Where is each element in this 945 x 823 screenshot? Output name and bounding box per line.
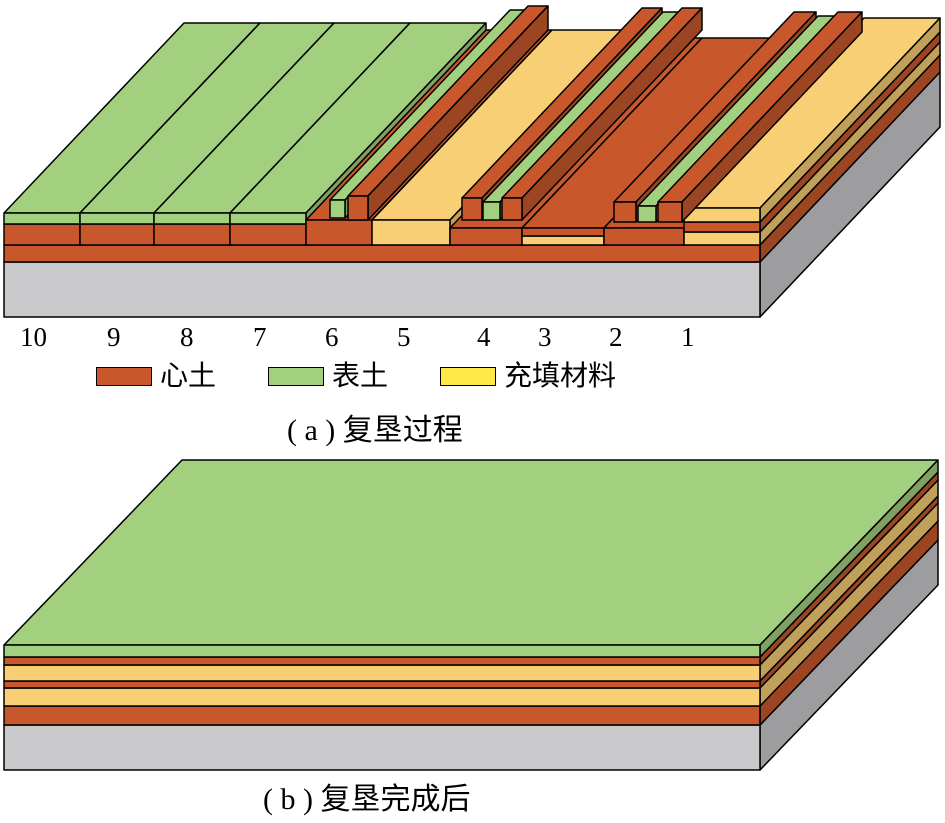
a-pile-7-front	[657, 201, 683, 223]
a-base-front	[3, 261, 761, 318]
legend-swatch-fill	[440, 367, 496, 386]
a-strip-9-layer-1-front	[79, 212, 155, 225]
a-pile-2-front	[461, 197, 483, 221]
legend-swatch-subsoil	[96, 367, 152, 386]
a-strip-6-layer-0-front	[305, 219, 373, 246]
a-pile-3-front	[482, 201, 501, 221]
b-layer-3-front	[3, 664, 761, 682]
a-pile-1-front	[347, 195, 369, 221]
caption-b: ( b ) 复垦完成后	[263, 783, 471, 816]
a-bottom-subsoil-front	[3, 244, 761, 263]
legend-label-subsoil: 心土	[160, 361, 217, 392]
a-strip-7-layer-0-front	[229, 223, 307, 246]
b-layer-5-front	[3, 644, 761, 658]
strip-number-1: 1	[681, 322, 695, 352]
strip-number-6: 6	[325, 322, 339, 352]
strip-number-4: 4	[477, 322, 491, 352]
a-pile-5-front	[613, 201, 637, 223]
b-layer-2-front	[3, 680, 761, 689]
a-strip-8-layer-1-front	[153, 212, 231, 225]
a-strip-1-layer-1-front	[683, 221, 761, 233]
a-strip-5-layer-0-front	[371, 219, 451, 246]
b-base-front	[3, 724, 761, 771]
legend-label-topsoil: 表土	[332, 361, 389, 392]
a-strip-2-layer-0-front	[603, 227, 685, 246]
b-layer-4-front	[3, 656, 761, 666]
strip-number-9: 9	[107, 322, 121, 352]
strip-number-5: 5	[397, 322, 411, 352]
strip-number-8: 8	[180, 322, 194, 352]
a-pile-6-front	[637, 205, 657, 223]
b-layer-1-front	[3, 687, 761, 707]
strip-number-10: 10	[20, 322, 47, 352]
caption-a: ( a ) 复垦过程	[287, 414, 463, 447]
a-strip-1-layer-2-front	[683, 207, 761, 223]
a-strip-1-layer-0-front	[683, 231, 761, 246]
a-strip-10-layer-1-front	[3, 212, 81, 225]
diagram-b-reclamation-complete	[3, 459, 939, 771]
legend-label-fill: 充填材料	[504, 361, 617, 392]
legend-swatch-topsoil	[268, 367, 324, 386]
a-pile-4-front	[501, 197, 523, 221]
a-strip-3-layer-1-front	[521, 227, 605, 237]
a-strip-3-layer-0-front	[521, 235, 605, 246]
b-layer-0-front	[3, 705, 761, 726]
a-pile-0-front	[329, 199, 346, 219]
a-strip-9-layer-0-front	[79, 223, 155, 246]
diagram-a-reclamation-process	[3, 5, 941, 318]
a-strip-8-layer-0-front	[153, 223, 231, 246]
strip-number-2: 2	[609, 322, 623, 352]
strip-number-3: 3	[538, 322, 552, 352]
strip-number-7: 7	[253, 322, 267, 352]
a-strip-4-layer-0-front	[449, 227, 523, 246]
a-strip-10-layer-0-front	[3, 223, 81, 246]
a-strip-7-layer-1-front	[229, 212, 307, 225]
